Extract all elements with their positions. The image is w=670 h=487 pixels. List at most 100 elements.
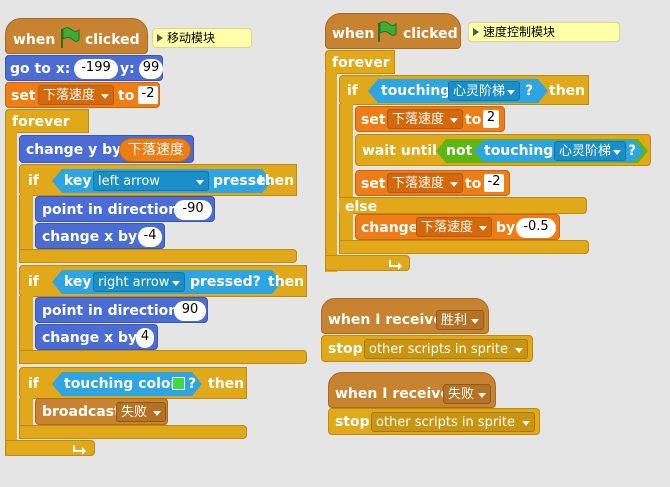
if-arm bbox=[19, 398, 33, 426]
when-label: when bbox=[13, 32, 56, 48]
stop-label: stop bbox=[328, 341, 363, 357]
broadcast-block[interactable]: broadcast 失败 bbox=[35, 398, 168, 425]
not-boolean[interactable]: not touching 心灵阶梯 ? bbox=[436, 139, 648, 163]
go-to-label: go to x: bbox=[10, 61, 71, 77]
green-flag-icon bbox=[378, 21, 397, 42]
forever-arm bbox=[325, 72, 337, 272]
when-flag-clicked-hat[interactable]: when clicked bbox=[5, 18, 148, 54]
change-x-label: change x by bbox=[42, 229, 138, 245]
sprite-dropdown[interactable]: 心灵阶梯 bbox=[448, 81, 520, 101]
stop-block[interactable]: stop other scripts in sprite bbox=[321, 335, 533, 362]
clicked-label: clicked bbox=[85, 32, 140, 48]
change-x-input[interactable]: 4 bbox=[136, 328, 154, 348]
forever-label: forever bbox=[12, 114, 70, 130]
direction-input[interactable]: 90 bbox=[174, 301, 206, 321]
set-label: set bbox=[361, 176, 386, 192]
value-input[interactable]: 2 bbox=[483, 110, 499, 128]
key-dropdown[interactable]: right arrow bbox=[93, 272, 185, 292]
then-label: then bbox=[549, 83, 586, 99]
if-right-arrow-block[interactable]: if key right arrow pressed? then bbox=[19, 265, 307, 297]
question-label: ? bbox=[628, 143, 637, 159]
pressed-label: pressed? bbox=[190, 274, 261, 290]
then-label: then bbox=[258, 173, 295, 189]
if-arm bbox=[19, 195, 33, 250]
to-label: to bbox=[465, 112, 482, 128]
set-variable-block[interactable]: set 下落速度 to -2 bbox=[355, 170, 510, 196]
sprite-dropdown[interactable]: 心灵阶梯 bbox=[554, 141, 626, 161]
variable-dropdown[interactable]: 下落速度 bbox=[416, 217, 492, 237]
else-bar[interactable]: else bbox=[339, 197, 587, 215]
change-x-block[interactable]: change x by -4 bbox=[35, 223, 165, 249]
key-label: key bbox=[64, 274, 92, 290]
when-i-receive-hat[interactable]: when I receive 失败 bbox=[328, 372, 496, 408]
when-i-receive-hat[interactable]: when I receive 胜利 bbox=[321, 298, 489, 334]
message-dropdown[interactable]: 胜利 bbox=[436, 310, 484, 330]
go-to-xy-block[interactable]: go to x: -199 y: 99 bbox=[5, 55, 163, 81]
if-touching-color-block[interactable]: if touching color ? then bbox=[19, 367, 247, 399]
color-picker-swatch[interactable] bbox=[172, 377, 185, 390]
change-x-input[interactable]: -4 bbox=[138, 227, 162, 247]
variable-reporter[interactable]: 下落速度 bbox=[119, 138, 191, 162]
touching-sprite-boolean[interactable]: touching 心灵阶梯 ? bbox=[368, 79, 548, 103]
change-y-block[interactable]: change y by 下落速度 bbox=[19, 135, 194, 163]
touching-color-boolean[interactable]: touching color ? bbox=[52, 372, 202, 396]
key-label: key bbox=[64, 173, 92, 189]
wait-until-block[interactable]: wait until not touching 心灵阶梯 ? bbox=[355, 134, 651, 166]
stop-option-dropdown[interactable]: other scripts in sprite bbox=[364, 339, 528, 359]
if-arm bbox=[339, 104, 353, 199]
stop-block[interactable]: stop other scripts in sprite bbox=[328, 408, 540, 435]
if-end bbox=[19, 425, 247, 439]
else-label: else bbox=[345, 199, 378, 215]
if-else-block[interactable]: if touching 心灵阶梯 ? then bbox=[339, 75, 589, 105]
if-label: if bbox=[28, 376, 39, 392]
forever-end bbox=[5, 440, 95, 456]
question-label: ? bbox=[188, 376, 197, 392]
else-arm bbox=[339, 213, 353, 241]
stop-option-dropdown[interactable]: other scripts in sprite bbox=[371, 412, 535, 432]
value-input[interactable]: -0.5 bbox=[516, 218, 556, 238]
change-variable-block[interactable]: change 下落速度 by -0.5 bbox=[355, 214, 560, 240]
pressed-label: pressed? bbox=[213, 173, 284, 189]
comment-movement-module[interactable]: 移动模块 bbox=[152, 28, 252, 48]
point-direction-block[interactable]: point in direction 90 bbox=[35, 297, 208, 323]
key-pressed-boolean[interactable]: key right arrow pressed? bbox=[52, 270, 282, 294]
variable-dropdown[interactable]: 下落速度 bbox=[387, 109, 463, 129]
when-flag-clicked-hat[interactable]: when clicked bbox=[325, 13, 461, 49]
loop-arrow-icon bbox=[73, 445, 86, 455]
broadcast-label: broadcast bbox=[42, 404, 121, 420]
point-label: point in direction bbox=[42, 202, 179, 218]
forever-block[interactable]: forever bbox=[5, 109, 89, 133]
stop-label: stop bbox=[335, 414, 370, 430]
touching-sprite-boolean[interactable]: touching 心灵阶梯 ? bbox=[474, 140, 644, 162]
message-dropdown[interactable]: 失败 bbox=[443, 384, 491, 404]
set-label: set bbox=[11, 88, 36, 104]
x-input[interactable]: -199 bbox=[74, 59, 118, 79]
set-variable-block[interactable]: set 下落速度 to -2 bbox=[5, 82, 160, 108]
touching-label: touching bbox=[381, 83, 451, 99]
to-label: to bbox=[118, 88, 135, 104]
then-label: then bbox=[208, 376, 245, 392]
value-input[interactable]: -2 bbox=[138, 86, 158, 104]
comment-speed-control-module[interactable]: 速度控制模块 bbox=[468, 22, 620, 42]
then-label: then bbox=[268, 274, 305, 290]
variable-dropdown[interactable]: 下落速度 bbox=[38, 85, 114, 105]
point-direction-block[interactable]: point in direction -90 bbox=[35, 196, 215, 222]
set-variable-block[interactable]: set 下落速度 to 2 bbox=[355, 106, 505, 132]
value-input[interactable]: -2 bbox=[484, 174, 504, 192]
by-label: by bbox=[496, 220, 516, 236]
y-label: y: bbox=[120, 61, 135, 77]
if-left-arrow-block[interactable]: if key left arrow pressed? then bbox=[19, 164, 297, 196]
touching-color-label: touching color bbox=[64, 376, 178, 392]
message-dropdown[interactable]: 失败 bbox=[116, 402, 166, 422]
green-flag-icon bbox=[61, 27, 80, 48]
variable-dropdown[interactable]: 下落速度 bbox=[387, 173, 463, 193]
forever-label: forever bbox=[332, 55, 390, 71]
key-dropdown[interactable]: left arrow bbox=[93, 171, 209, 191]
key-pressed-boolean[interactable]: key left arrow pressed? bbox=[52, 169, 272, 193]
forever-block[interactable]: forever bbox=[325, 50, 395, 74]
if-end bbox=[19, 350, 307, 364]
change-x-block[interactable]: change x by 4 bbox=[35, 324, 158, 350]
direction-input[interactable]: -90 bbox=[174, 200, 212, 220]
loop-arrow-icon bbox=[389, 260, 402, 270]
y-input[interactable]: 99 bbox=[139, 59, 163, 79]
